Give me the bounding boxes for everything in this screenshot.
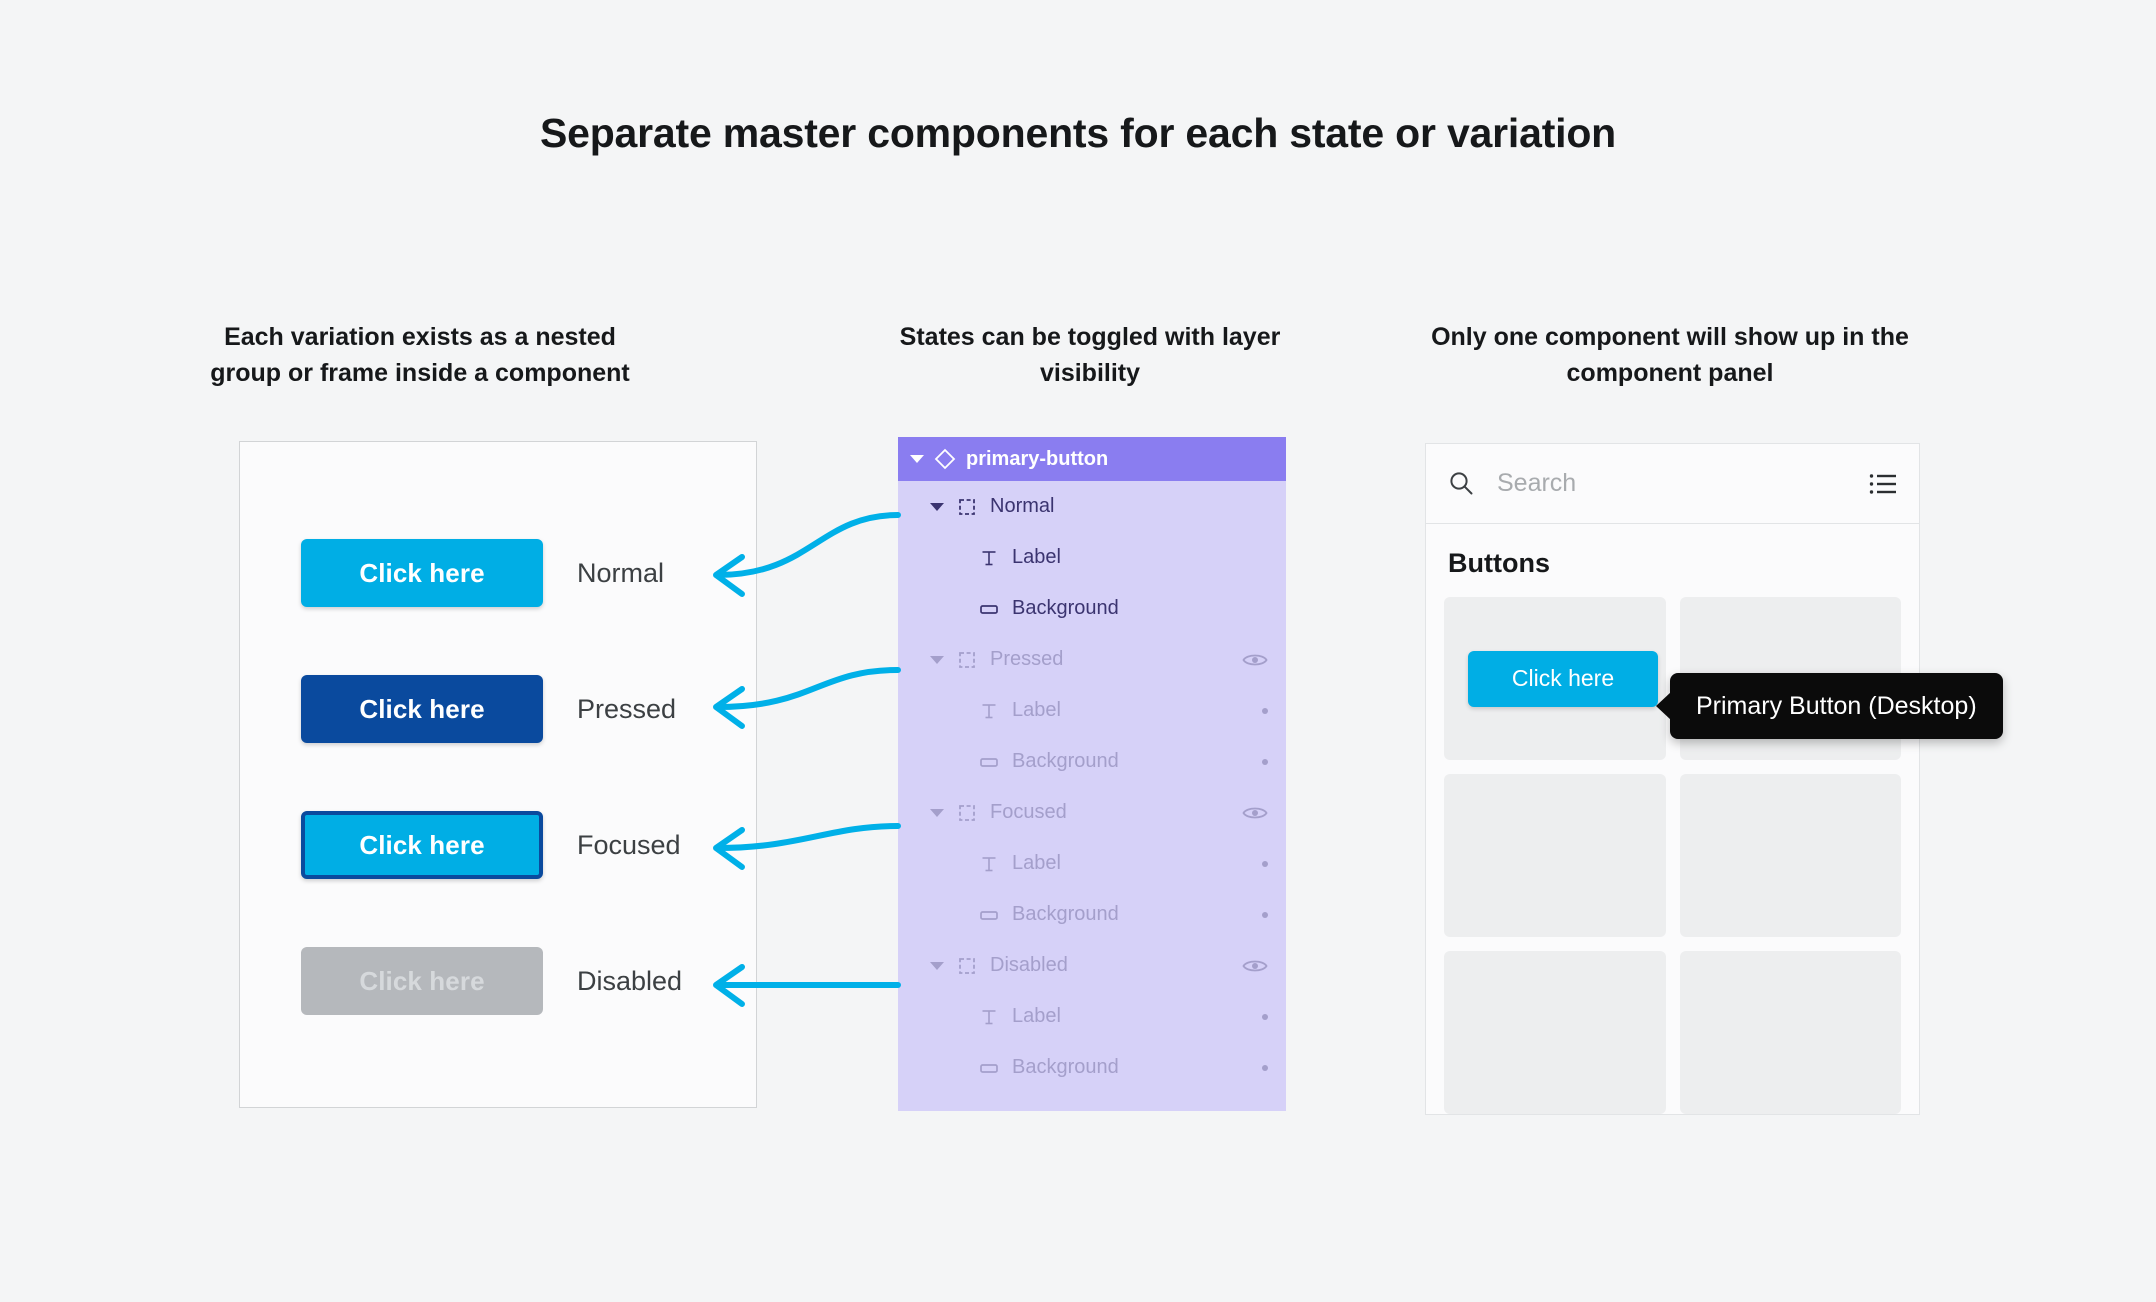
component-diamond-icon bbox=[934, 448, 956, 470]
variation-row-focused: Click here Focused bbox=[301, 811, 681, 879]
button-focused[interactable]: Click here bbox=[301, 811, 543, 879]
visibility-dot-icon[interactable] bbox=[1262, 860, 1268, 867]
layer-row-background[interactable]: Background bbox=[898, 736, 1286, 787]
layer-name: Label bbox=[1012, 699, 1061, 721]
visibility-eye-icon[interactable] bbox=[1242, 651, 1268, 669]
rectangle-icon bbox=[978, 598, 1000, 620]
rectangle-icon bbox=[978, 751, 1000, 773]
caret-down-icon[interactable] bbox=[930, 655, 944, 664]
rectangle-icon bbox=[978, 904, 1000, 926]
layers-panel-title: primary-button bbox=[966, 447, 1109, 470]
layer-row-label[interactable]: Label bbox=[898, 532, 1286, 583]
component-card[interactable] bbox=[1679, 951, 1901, 1114]
middle-column-caption: States can be toggled with layer visibil… bbox=[899, 323, 1281, 387]
layer-name: Label bbox=[1012, 1005, 1061, 1027]
visibility-dot-icon[interactable] bbox=[1262, 1013, 1268, 1020]
page-title: Separate master components for each stat… bbox=[539, 110, 1617, 156]
button-pressed[interactable]: Click here bbox=[301, 675, 543, 743]
variation-label-focused: Focused bbox=[577, 829, 681, 860]
caret-down-icon[interactable] bbox=[930, 502, 944, 511]
variation-label-disabled: Disabled bbox=[577, 965, 683, 996]
search-icon bbox=[1448, 470, 1475, 497]
layer-row-label[interactable]: Label bbox=[898, 685, 1286, 736]
layer-name: Background bbox=[1012, 597, 1119, 619]
button-disabled: Click here bbox=[301, 947, 543, 1015]
tooltip-label: Primary Button (Desktop) bbox=[1696, 691, 1977, 720]
component-search-bar[interactable]: Search bbox=[1426, 444, 1919, 524]
layer-row-label[interactable]: Label bbox=[898, 991, 1286, 1042]
component-card[interactable]: Click here bbox=[1444, 597, 1666, 760]
visibility-eye-icon[interactable] bbox=[1242, 804, 1268, 822]
right-column-caption: Only one component will show up in the c… bbox=[1431, 323, 1909, 387]
layer-name: Normal bbox=[990, 495, 1055, 517]
text-icon bbox=[978, 853, 1000, 875]
layer-name: Background bbox=[1012, 903, 1119, 925]
layer-name: Label bbox=[1012, 852, 1061, 874]
layer-name: Pressed bbox=[990, 648, 1064, 670]
layer-row-label[interactable]: Label bbox=[898, 838, 1286, 889]
caret-down-icon[interactable] bbox=[930, 961, 944, 970]
caret-down-icon[interactable] bbox=[910, 455, 924, 463]
rectangle-icon bbox=[978, 1057, 1000, 1079]
visibility-eye-icon[interactable] bbox=[1242, 957, 1268, 975]
component-card[interactable] bbox=[1444, 951, 1666, 1114]
frame-icon bbox=[956, 496, 978, 518]
layer-row-pressed[interactable]: Pressed bbox=[898, 634, 1286, 685]
layer-row-focused[interactable]: Focused bbox=[898, 787, 1286, 838]
list-view-icon[interactable] bbox=[1869, 472, 1897, 496]
component-panel: Search Buttons Click here bbox=[1425, 443, 1920, 1115]
text-icon bbox=[978, 547, 1000, 569]
layer-name: Focused bbox=[990, 801, 1067, 823]
layer-row-background[interactable]: Background bbox=[898, 1042, 1286, 1093]
layer-name: Background bbox=[1012, 750, 1119, 772]
layers-panel-header[interactable]: primary-button bbox=[898, 437, 1286, 481]
text-icon bbox=[978, 1006, 1000, 1028]
layer-name: Background bbox=[1012, 1056, 1119, 1078]
variation-label-pressed: Pressed bbox=[577, 693, 677, 724]
component-card[interactable] bbox=[1444, 774, 1666, 937]
variation-label-normal: Normal bbox=[577, 557, 665, 588]
layer-row-background[interactable]: Background bbox=[898, 889, 1286, 940]
layer-row-disabled[interactable]: Disabled bbox=[898, 940, 1286, 991]
component-section-title: Buttons bbox=[1448, 548, 1550, 578]
frame-icon bbox=[956, 649, 978, 671]
layer-row-background[interactable]: Background bbox=[898, 583, 1286, 634]
search-input[interactable]: Search bbox=[1497, 469, 1577, 497]
caret-down-icon[interactable] bbox=[930, 808, 944, 817]
variation-row-disabled: Click here Disabled bbox=[301, 947, 682, 1015]
tooltip-arrow-icon bbox=[1656, 692, 1671, 720]
visibility-dot-icon[interactable] bbox=[1262, 911, 1268, 918]
layer-name: Disabled bbox=[990, 954, 1068, 976]
visibility-dot-icon[interactable] bbox=[1262, 707, 1268, 714]
variations-card: Click here Normal Click here Pressed Cli… bbox=[239, 441, 757, 1108]
variation-row-pressed: Click here Pressed bbox=[301, 675, 676, 743]
layer-name: Label bbox=[1012, 546, 1061, 568]
component-card[interactable] bbox=[1679, 774, 1901, 937]
variation-row-normal: Click here Normal bbox=[301, 539, 664, 607]
left-column-caption: Each variation exists as a nested group … bbox=[210, 323, 630, 387]
text-icon bbox=[978, 700, 1000, 722]
visibility-dot-icon[interactable] bbox=[1262, 758, 1268, 765]
component-preview-button[interactable]: Click here bbox=[1468, 650, 1658, 707]
visibility-dot-icon[interactable] bbox=[1262, 1064, 1268, 1071]
frame-icon bbox=[956, 955, 978, 977]
frame-icon bbox=[956, 802, 978, 824]
layer-row-normal[interactable]: Normal bbox=[898, 481, 1286, 532]
button-normal[interactable]: Click here bbox=[301, 539, 543, 607]
component-tooltip: Primary Button (Desktop) bbox=[1656, 673, 2003, 739]
